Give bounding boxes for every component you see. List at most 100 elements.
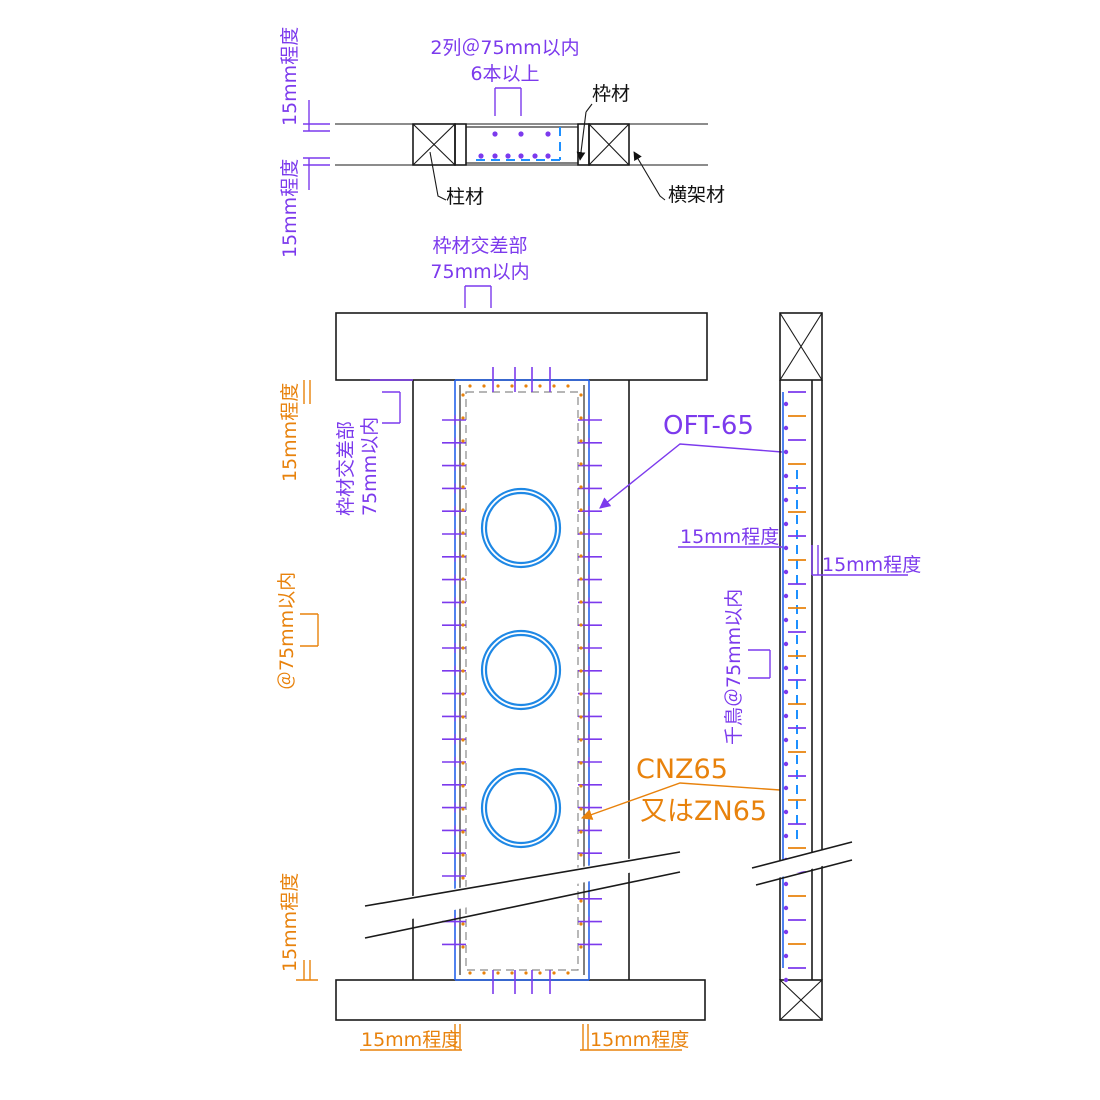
section-nail-dot — [783, 929, 789, 935]
nail-dot — [482, 971, 486, 975]
break-lines — [360, 850, 681, 939]
elev-bottom-right-dim-lines — [580, 1024, 682, 1051]
nail-dot — [461, 784, 465, 788]
elev-left-top-dim-label: 15mm程度 — [279, 383, 301, 482]
elev-bottom-right-dim: 15mm程度 — [590, 1029, 689, 1051]
nail-dot — [552, 971, 556, 975]
label-frame: 枠材 — [592, 83, 630, 105]
section-nail-dot — [783, 641, 789, 647]
nail-dot — [461, 600, 465, 604]
section-stagger-dim — [748, 649, 771, 679]
section-stagger-note: 千鳥＠75mm以内 — [723, 589, 745, 745]
nail-dot — [461, 462, 465, 466]
nail-dot — [461, 692, 465, 696]
nail-dot — [579, 830, 583, 834]
nail-dot — [510, 384, 514, 388]
plan-nail-dot — [492, 153, 498, 159]
nail-dot — [579, 922, 583, 926]
nail-dot — [579, 600, 583, 604]
elev-bottom-left-dim: 15mm程度 — [361, 1029, 460, 1051]
nail-label-line1: CNZ65 — [636, 754, 728, 785]
beam-leader — [633, 151, 666, 201]
nail-dot — [579, 623, 583, 627]
section-nail-dot — [783, 593, 789, 599]
elev-bottom-left-dim-lines — [360, 1024, 462, 1051]
nail-dot — [552, 384, 556, 388]
section-nail-dot — [783, 809, 789, 815]
nail-dot — [579, 899, 583, 903]
panel-edge-dashed — [465, 391, 579, 971]
post-member-right — [588, 123, 630, 166]
nail-dot — [579, 715, 583, 719]
elev-left-note-line2: 75mm以内 — [359, 417, 381, 516]
section-nail-dot — [783, 569, 789, 575]
nail-dot — [579, 807, 583, 811]
section-dim-left: 15mm程度 — [680, 526, 779, 548]
nail-dot — [579, 853, 583, 857]
nail-dot — [579, 416, 583, 420]
nail-dot — [461, 623, 465, 627]
opening-hole-1 — [480, 487, 562, 569]
plan-nail-dot — [492, 131, 498, 137]
elev-left-bottom-dim-label: 15mm程度 — [279, 873, 301, 972]
elev-left-pitch-dim — [300, 613, 319, 647]
plan-nail-spec-line1: 2列＠75mm以内 — [430, 37, 579, 59]
section-nail-dot — [783, 449, 789, 455]
nail-dot — [461, 439, 465, 443]
section-nail-dot — [783, 785, 789, 791]
nail-dot — [461, 393, 465, 397]
nail-dot — [579, 692, 583, 696]
plan-nail-dot — [545, 153, 551, 159]
nail-dot — [482, 384, 486, 388]
plan-dim-top: 15mm程度 — [279, 27, 301, 126]
elev-left-note-dim — [382, 391, 401, 424]
nail-dot — [461, 853, 465, 857]
elev-top-note-line1: 枠材交差部 — [432, 235, 527, 257]
nail-dot — [579, 508, 583, 512]
section-nail-dot — [783, 905, 789, 911]
nail-dot — [510, 971, 514, 975]
opening-hole-2 — [480, 629, 562, 711]
nail-leader — [580, 782, 781, 820]
nail-dot — [461, 646, 465, 650]
nail-dot — [579, 393, 583, 397]
nail-dot — [461, 807, 465, 811]
nail-dot — [579, 439, 583, 443]
elev-top-dimension — [464, 285, 492, 308]
nail-dot — [461, 830, 465, 834]
section-nail-dot — [783, 953, 789, 959]
frame-leader — [576, 111, 587, 161]
nail-dot — [538, 384, 542, 388]
plan-nail-dot — [518, 153, 524, 159]
section-nail-dot — [783, 617, 789, 623]
nail-dot — [566, 971, 570, 975]
section-nail-dot — [783, 665, 789, 671]
plan-nail-dot — [478, 153, 484, 159]
elev-top-note-line2: 75mm以内 — [430, 261, 529, 283]
nail-dot — [461, 508, 465, 512]
section-nail-dot — [783, 473, 789, 479]
nail-dot — [579, 945, 583, 949]
section-nail-dot — [783, 761, 789, 767]
nail-dot — [468, 971, 472, 975]
section-dim-right: 15mm程度 — [822, 554, 921, 576]
plan-nail-dimension — [494, 87, 522, 116]
section-nail-dot — [783, 737, 789, 743]
plan-nail-dot — [505, 153, 511, 159]
plan-dim-bottom: 15mm程度 — [279, 159, 301, 258]
nail-dot — [579, 462, 583, 466]
section-nail-dot — [783, 545, 789, 551]
bottom-beam — [335, 979, 706, 1021]
nail-dot — [461, 669, 465, 673]
section-nail-marks — [783, 391, 806, 983]
frame-leader-tail — [585, 103, 593, 113]
section-nail-dot — [783, 401, 789, 407]
nail-dot — [579, 738, 583, 742]
nail-dot — [461, 738, 465, 742]
nail-dot — [461, 945, 465, 949]
label-post: 柱材 — [446, 186, 484, 208]
plan-nail-dots — [478, 131, 551, 159]
nail-dot — [524, 971, 528, 975]
section-nail-dot — [783, 497, 789, 503]
